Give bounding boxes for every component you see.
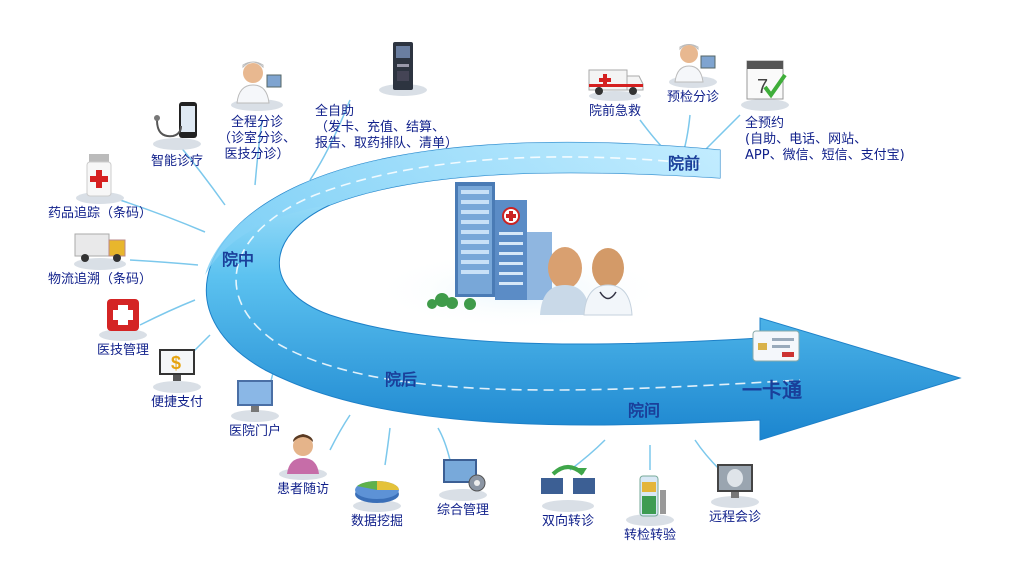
payment-monitor-icon: $ [153,349,201,393]
svg-text:$: $ [171,353,181,373]
node-payment-label: 便捷支付 [150,395,203,410]
phase-pre-label: 院前 [668,154,701,173]
node-portal: 医院门户 [210,378,300,440]
node-remote: 远程会诊 [690,460,780,526]
node-emergency-label: 院前急救 [588,104,641,119]
node-mining: 数据挖掘 [332,468,422,530]
node-test-transfer-label: 转检转验 [623,528,676,543]
nurse-icon [231,61,283,111]
referral-monitors-icon [541,465,595,512]
node-smart-label: 智能诊疗 [150,154,203,169]
node-referral: 双向转诊 [523,460,613,530]
phase-post-label: 院后 [385,370,418,389]
node-self-service-label: 全自助 （发卡、充值、结算、 报告、取药排队、清单） [315,104,459,151]
node-integrated: 综合管理 [418,455,508,519]
card-icon [752,330,800,362]
node-triage-all: 全程分诊 （诊室分诊、 医技分诊） [212,55,302,163]
pill-bottle-icon [76,154,124,204]
ambulance-icon [588,69,644,101]
one-card-label: 一卡通 [742,378,802,402]
node-followup-label: 患者随访 [276,482,329,497]
node-logistics-label: 物流追溯（条码） [47,272,152,287]
hospital-icon [427,182,633,316]
node-integrated-label: 综合管理 [436,503,489,518]
kiosk-icon [379,42,427,96]
smartphone-stethoscope-icon [153,102,201,150]
gear-monitor-icon [439,459,487,501]
calendar-icon: 7 [741,60,789,111]
node-referral-label: 双向转诊 [541,514,594,529]
patient-icon [279,434,327,480]
node-portal-label: 医院门户 [228,424,281,439]
node-payment: $ 便捷支付 [132,345,222,411]
node-tech-mgmt: 医技管理 [78,293,168,359]
truck-icon [74,233,126,270]
node-drug-trace: 药品追踪（条码） [30,152,170,222]
node-emergency: 院前急救 [570,62,660,120]
node-remote-label: 远程会诊 [708,510,761,525]
phase-in-label: 院中 [222,250,255,269]
node-drug-trace-label: 药品追踪（条码） [47,206,152,221]
node-booking: 7 [735,55,795,111]
nurse-icon [669,44,717,88]
node-pre-triage: 预检分诊 [648,38,738,106]
node-self-service [318,38,488,98]
node-pre-triage-label: 预检分诊 [666,90,719,105]
xray-monitor-icon [711,464,759,508]
node-followup: 患者随访 [258,428,348,498]
node-logistics: 物流追溯（条码） [30,222,170,288]
node-tech-mgmt-label: 医技管理 [96,343,149,358]
node-mining-label: 数据挖掘 [350,514,403,529]
phase-between-label: 院间 [628,401,661,420]
svg-text:7: 7 [757,76,768,98]
node-booking-label: 全预约 (自助、电话、网站、 APP、微信、短信、支付宝) [745,116,905,163]
test-tube-icon [626,475,674,526]
node-triage-all-label: 全程分诊 （诊室分诊、 医技分诊） [217,115,296,162]
node-smart: 智能诊疗 [132,100,222,170]
medical-kit-icon [99,299,147,341]
pie-chart-icon [353,480,401,512]
node-test-transfer: 转检转验 [605,470,695,544]
monitor-icon [231,380,279,422]
